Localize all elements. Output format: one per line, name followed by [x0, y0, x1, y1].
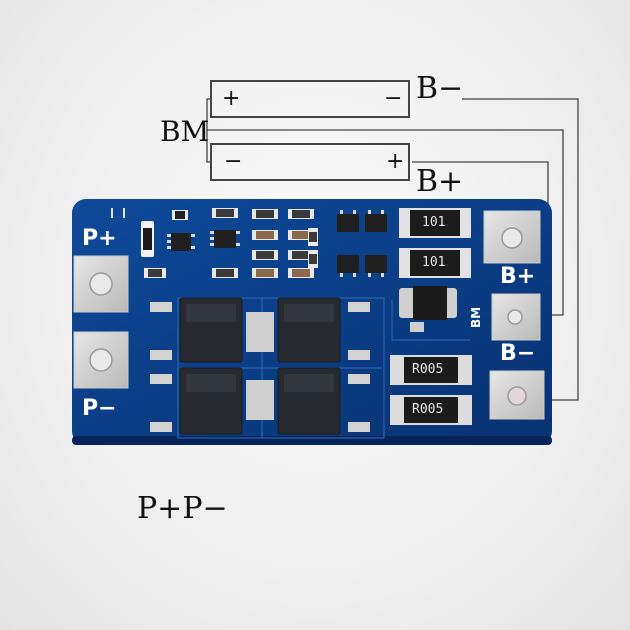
- shunt-r005-bottom: [390, 395, 472, 425]
- shunt-r005-top: [390, 355, 472, 385]
- cell-bottom-left-sign: −: [224, 149, 243, 174]
- bm-label: BM: [160, 115, 210, 148]
- resistor-marking-3: R005: [412, 362, 444, 377]
- bm-bracket: [206, 98, 210, 163]
- cell-bottom-right-sign: +: [386, 149, 405, 174]
- resistor-marking-2: 101: [422, 255, 446, 270]
- resistor-101-top: [399, 208, 471, 238]
- battery-cell-top: [210, 80, 410, 118]
- pcb-label-bm: BM: [469, 306, 483, 328]
- bm-wire: [207, 129, 564, 316]
- resistor-101-bottom: [399, 248, 471, 278]
- resistor-marking-1: 101: [422, 215, 446, 230]
- pcb-label-p-plus: P+: [82, 226, 117, 251]
- b-minus-label: B−: [416, 71, 464, 106]
- b-minus-pad: [489, 370, 545, 420]
- b-plus-label: B+: [416, 164, 464, 199]
- cell-top-right-sign: −: [384, 86, 403, 111]
- pcb-label-p-minus: P−: [82, 396, 117, 421]
- resistor-marking-4: R005: [412, 402, 444, 417]
- battery-cell-bottom: [210, 143, 410, 181]
- pcb-label-b-plus: B+: [500, 264, 536, 289]
- cell-top-left-sign: +: [222, 86, 241, 111]
- p-plus-p-minus-label: P+P−: [137, 491, 228, 526]
- b-plus-pad: [483, 210, 541, 264]
- pcb-label-b-minus: B−: [500, 341, 536, 366]
- b-minus-wire: [462, 98, 579, 401]
- p-plus-pad: [73, 255, 129, 313]
- bm-pad: [491, 293, 541, 341]
- p-minus-pad: [73, 331, 129, 389]
